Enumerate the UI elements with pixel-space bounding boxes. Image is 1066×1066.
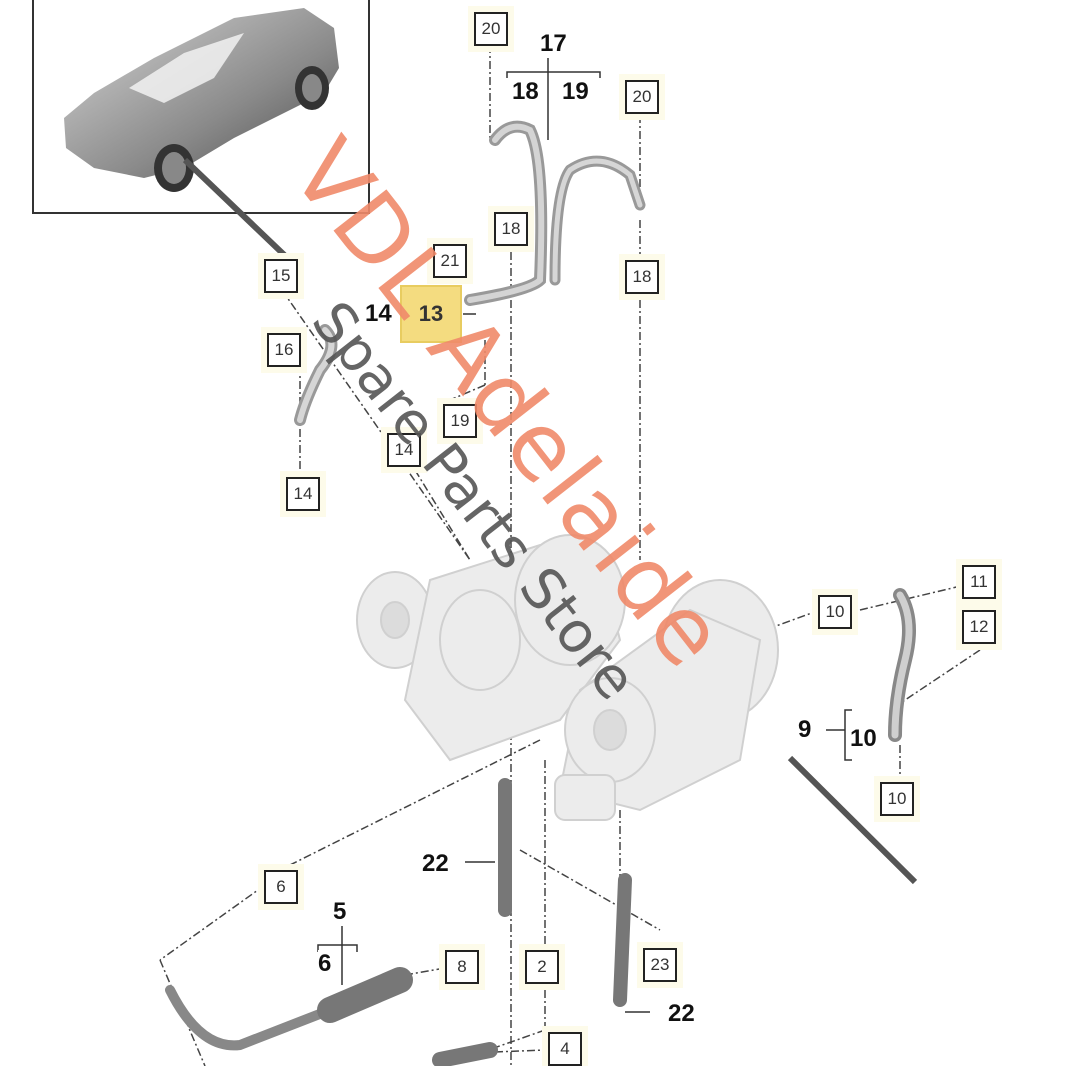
part-label-10[interactable]: 10 [850, 725, 877, 753]
part-callout-20[interactable]: 20 [474, 12, 508, 46]
part-label-18[interactable]: 18 [512, 78, 539, 106]
part-label-6[interactable]: 6 [318, 950, 332, 978]
turbocharger-drawing [356, 534, 779, 821]
vehicle-locator-inset [32, 0, 370, 214]
part-callout-18[interactable]: 18 [494, 212, 528, 246]
part-callout-21[interactable]: 21 [433, 244, 467, 278]
part-callout-16[interactable]: 16 [267, 333, 301, 367]
part-callout-15[interactable]: 15 [264, 259, 298, 293]
part-callout-12[interactable]: 12 [962, 610, 996, 644]
part-callout-11[interactable]: 11 [962, 565, 996, 599]
part-callout-18[interactable]: 18 [625, 260, 659, 294]
part-callout-2[interactable]: 2 [525, 950, 559, 984]
part-label-5[interactable]: 5 [333, 898, 347, 926]
car-icon [64, 8, 339, 192]
part-label-22[interactable]: 22 [422, 850, 449, 878]
part-callout-14[interactable]: 14 [387, 433, 421, 467]
part-label-22[interactable]: 22 [668, 1000, 695, 1028]
part-label-14[interactable]: 14 [365, 300, 392, 328]
part-label-17[interactable]: 17 [540, 30, 567, 58]
part-callout-6[interactable]: 6 [264, 870, 298, 904]
part-callout-13-highlighted[interactable]: 13 [400, 285, 462, 343]
part-callout-23[interactable]: 23 [643, 948, 677, 982]
part-callout-10[interactable]: 10 [818, 595, 852, 629]
part-label-9[interactable]: 9 [798, 716, 812, 744]
part-callout-20[interactable]: 20 [625, 80, 659, 114]
part-label-19[interactable]: 19 [562, 78, 589, 106]
part-callout-19[interactable]: 19 [443, 404, 477, 438]
part-callout-4[interactable]: 4 [548, 1032, 582, 1066]
part-callout-10[interactable]: 10 [880, 782, 914, 816]
part-callout-14[interactable]: 14 [286, 477, 320, 511]
part-callout-8[interactable]: 8 [445, 950, 479, 984]
